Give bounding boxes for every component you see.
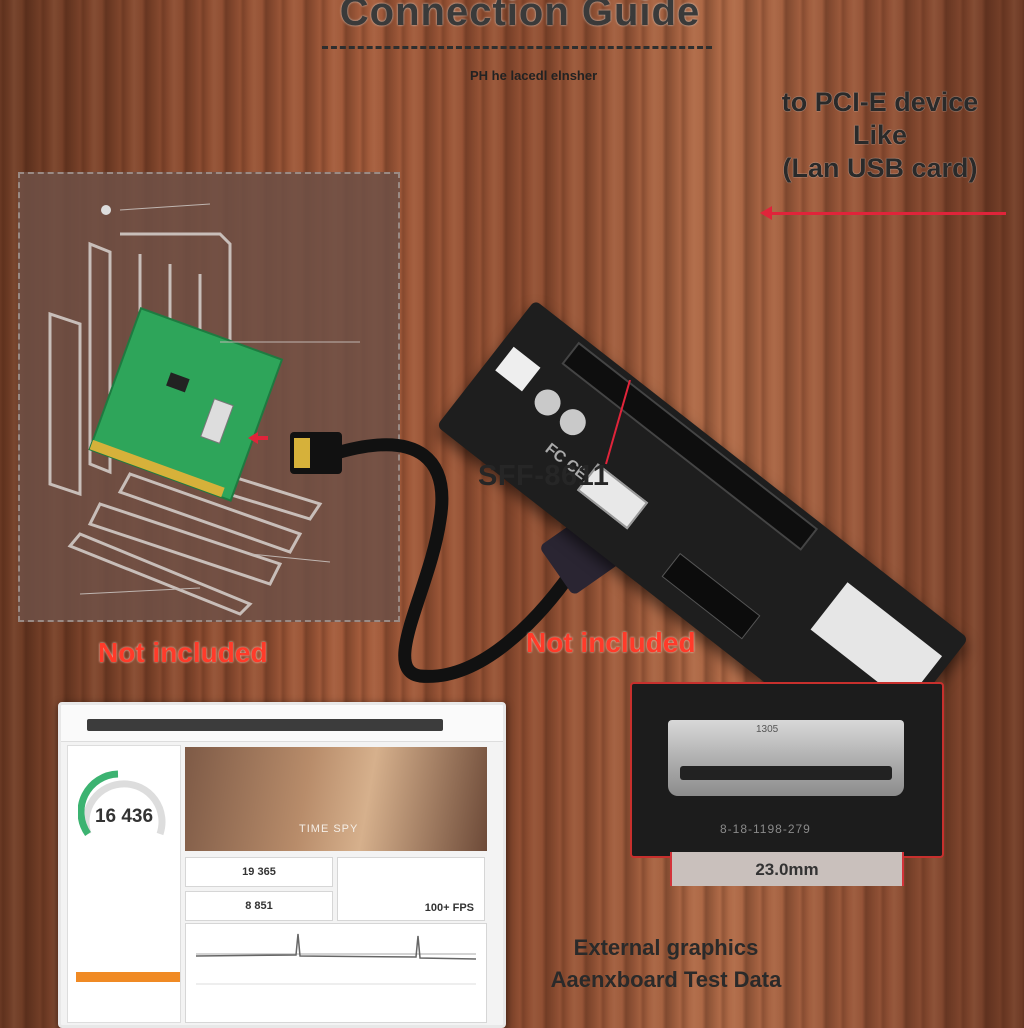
score-card: 16 436	[67, 745, 181, 1023]
dimension-band: 23.0mm	[670, 852, 904, 886]
fps-value: 100+ FPS	[424, 902, 474, 914]
page-subtitle: PH he lacedl elnsher	[470, 68, 598, 83]
scene-label: TIME SPY	[299, 823, 359, 835]
score-gauge	[78, 770, 166, 837]
benchmark-screenshot: 16 436 TIME SPY 19 365 8 851 100+ FPS	[58, 702, 506, 1028]
arrow-left-icon	[760, 206, 1006, 220]
not-included-label-right: Not included	[526, 627, 696, 658]
caption-line2: Aaenxboard Test Data	[550, 967, 782, 992]
graph-lines	[195, 933, 477, 985]
stat-box-1: 19 365	[185, 857, 333, 887]
pcb-board	[88, 307, 284, 502]
pcie-card-drawing	[48, 203, 360, 616]
regulator-chip	[495, 346, 541, 392]
pcie-adapter-board: FC CE	[436, 110, 1000, 765]
connector-housing	[668, 720, 904, 796]
page-title: Connection Guide	[339, 0, 701, 34]
connector-code: 8-18-1198-279	[720, 822, 811, 836]
performance-graph	[185, 923, 487, 1023]
exploded-diagram-panel	[18, 172, 400, 622]
orange-bar	[76, 972, 180, 982]
title-underline	[322, 46, 712, 49]
not-included-label-left: Not included	[98, 637, 268, 668]
connector-photo: 1305 8-18-1198-279	[630, 682, 944, 858]
stat-box-2: 8 851	[185, 891, 333, 921]
connector-label: SFF-8611	[478, 460, 610, 492]
device-label-line3: (Lan USB card)	[782, 153, 978, 183]
connector-top-label: 1305	[756, 724, 779, 735]
connector-slot	[680, 766, 892, 780]
capacitor	[554, 403, 592, 441]
device-label-line2: Like	[852, 120, 908, 150]
device-label: to PCI-E device Like (Lan USB card)	[740, 86, 1020, 185]
device-label-line1: to PCI-E device	[781, 87, 979, 117]
caption-line1: External graphics	[573, 935, 759, 960]
connector-pointer	[605, 380, 631, 465]
fps-box: 100+ FPS	[337, 857, 485, 921]
benchmark-hero-image: TIME SPY	[185, 747, 487, 851]
benchmark-score: 16 436	[94, 806, 154, 827]
caption: External graphics Aaenxboard Test Data	[536, 932, 796, 996]
screenshot-brand-bar	[87, 719, 443, 731]
dimension-text: 23.0mm	[755, 860, 819, 879]
